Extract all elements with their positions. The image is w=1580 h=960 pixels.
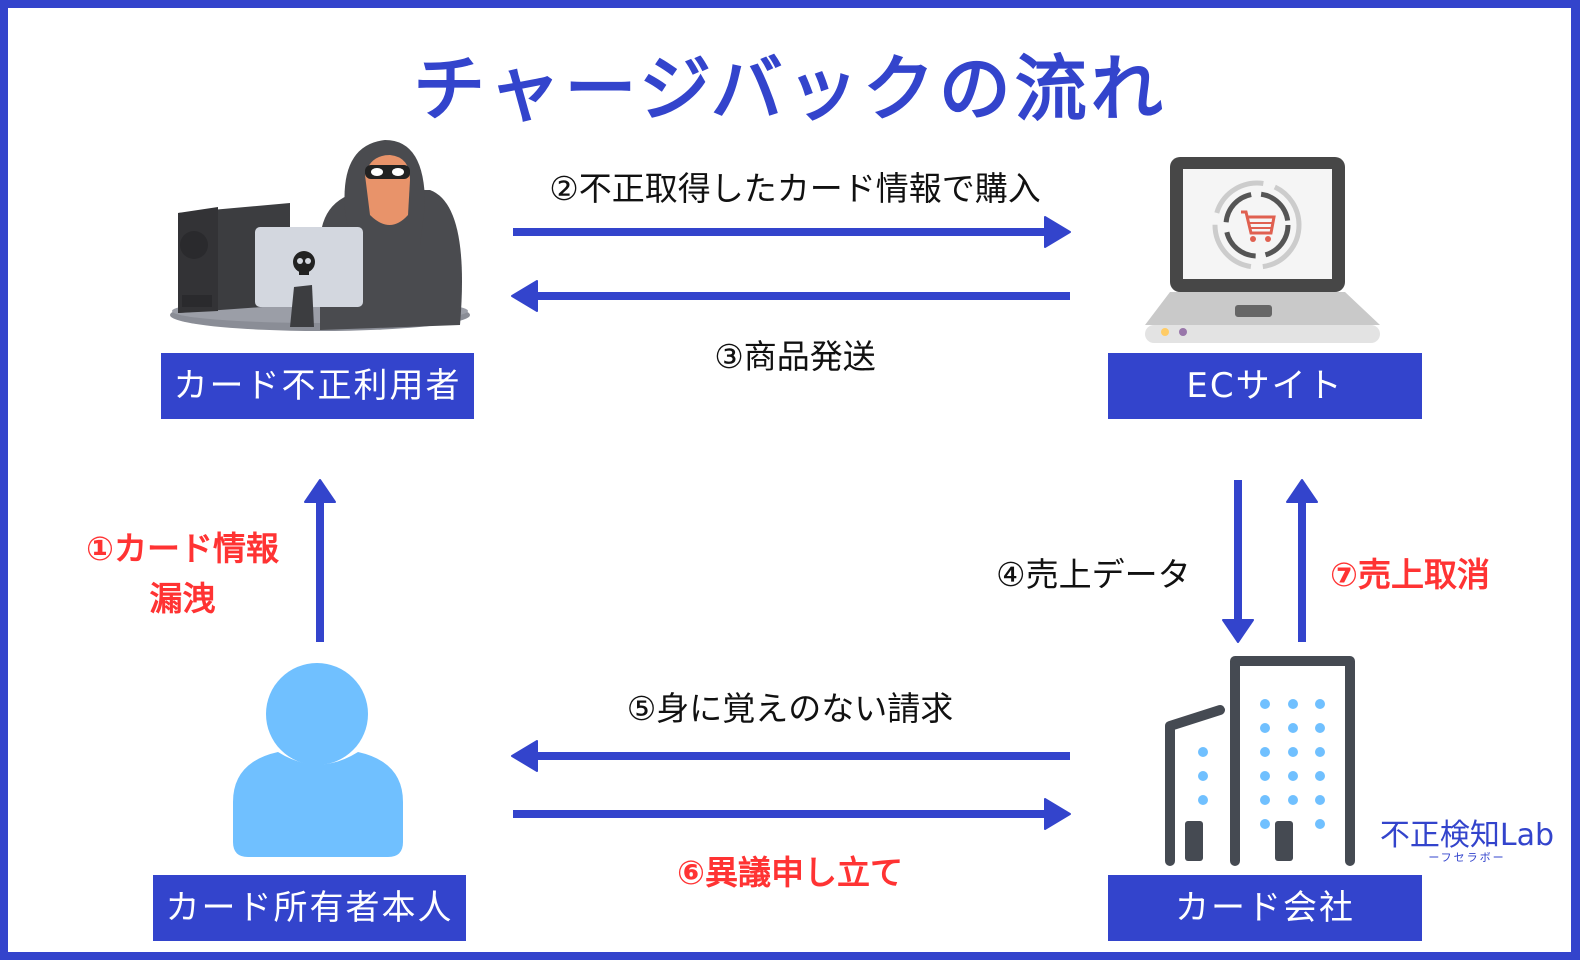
person-icon <box>233 663 403 857</box>
arrow-step-3 <box>511 280 1070 312</box>
arrow-step-5 <box>511 740 1070 772</box>
laptop-shopping-cart-icon <box>1145 157 1380 343</box>
step-5-label: ⑤身に覚えのない請求 <box>626 689 954 728</box>
arrow-step-6 <box>513 798 1071 830</box>
node-label-ec-site: ECサイト <box>1108 353 1422 419</box>
step-6-label: ⑥異議申し立て <box>677 853 903 892</box>
node-label-fraudster: カード不正利用者 <box>161 353 474 419</box>
step-2-label: ②不正取得したカード情報で購入 <box>549 169 1041 208</box>
arrow-step-4 <box>1222 480 1254 643</box>
step-1-label-line1: ①カード情報 <box>86 529 279 568</box>
step-3-label: ③商品発送 <box>714 337 876 376</box>
node-label-cardholder: カード所有者本人 <box>153 875 466 941</box>
brand-logo-name: 不正検知Lab <box>1379 818 1555 853</box>
arrow-step-7 <box>1286 479 1318 642</box>
page-title: チャージバックの流れ <box>413 47 1167 131</box>
arrow-step-2 <box>513 216 1071 248</box>
hacker-at-computer-icon <box>170 140 470 331</box>
brand-logo-reading: ーフセラボー <box>1428 851 1506 864</box>
step-1-label-line2: 漏洩 <box>149 579 216 618</box>
office-building-icon <box>1165 656 1355 866</box>
brand-logo: 不正検知Lab ーフセラボー <box>1372 820 1562 864</box>
step-7-label: ⑦売上取消 <box>1330 555 1490 594</box>
node-label-card-company: カード会社 <box>1108 875 1422 941</box>
arrow-step-1 <box>304 479 336 642</box>
step-4-label: ④売上データ <box>996 555 1191 594</box>
